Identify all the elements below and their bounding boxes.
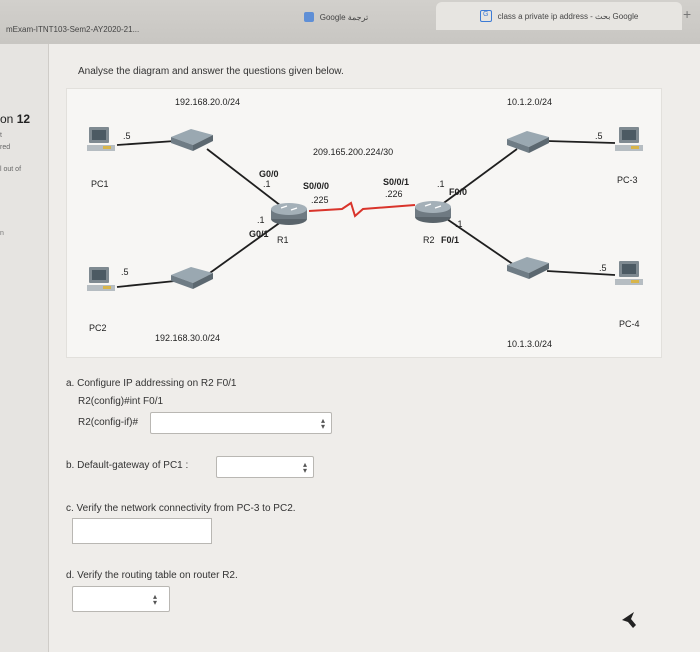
tab-google-search[interactable]: G class a private ip address - بحث Googl…: [436, 2, 682, 30]
cable-pc2-sw2: [116, 280, 176, 288]
label-pc1-host: .5: [123, 131, 131, 141]
switch-2: [171, 267, 213, 289]
label-r2-f01-ip: .1: [455, 219, 463, 229]
label-pc4-host: .5: [599, 263, 607, 273]
tab-exam-label: mExam-ITNT103-Sem2-AY2020-21...: [6, 24, 140, 34]
part-a-answer-select[interactable]: ▴▾: [150, 412, 332, 434]
cable-r2-sw4: [440, 214, 518, 268]
marks-line: l out of: [0, 166, 22, 173]
part-d-title: d. Verify the routing table on router R2…: [66, 570, 238, 581]
new-tab-button[interactable]: +: [683, 6, 692, 22]
label-r2-s001: S0/0/1: [383, 177, 409, 187]
switch-3: [507, 131, 549, 153]
select-arrows-icon: ▴▾: [302, 460, 307, 475]
question-prefix: on: [0, 112, 14, 126]
part-b-answer-select[interactable]: ▴▾: [216, 456, 314, 478]
label-r2-s001-ip: .226: [385, 189, 403, 199]
label-net-192-168-20: 192.168.20.0/24: [175, 97, 240, 107]
label-pc2: PC2: [89, 323, 107, 333]
router-r1: [271, 203, 307, 225]
label-r1-s000-ip: .225: [311, 195, 329, 205]
pc3-icon: [615, 127, 643, 151]
translate-icon: [303, 12, 314, 22]
label-pc4: PC-4: [619, 319, 640, 329]
pc1-icon: [87, 127, 115, 151]
tab-translate-label: Google ترجمة: [319, 12, 369, 22]
label-r1-s000: S0/0/0: [303, 181, 329, 191]
label-r1-g00: G0/0: [259, 169, 279, 179]
label-pc3-host: .5: [595, 131, 603, 141]
label-r1-g01: G0/1: [249, 229, 269, 239]
cable-r1-sw2: [206, 218, 286, 276]
part-a-line2: R2(config-if)#: [78, 417, 139, 428]
label-r2-f00-ip: .1: [437, 179, 445, 189]
label-r1-g01-ip: .1: [257, 215, 265, 225]
label-r1-g00-ip: .1: [263, 179, 271, 189]
cable-sw3-pc3: [546, 140, 616, 144]
part-a-title: a. Configure IP addressing on R2 F0/1: [66, 378, 237, 389]
serial-link: [308, 201, 416, 218]
question-number: on 12: [0, 112, 30, 126]
part-c-answer-box[interactable]: [72, 518, 212, 544]
switch-1: [171, 129, 213, 151]
flag-line: n: [0, 230, 4, 237]
cursor-icon: [622, 612, 636, 628]
label-r2-f00: F0/0: [449, 187, 467, 197]
select-arrows-icon: ▴▾: [320, 416, 325, 431]
cable-sw4-pc4: [546, 270, 616, 276]
pc4-icon: [615, 261, 643, 285]
label-pc1: PC1: [91, 179, 109, 189]
label-net-10-1-3: 10.1.3.0/24: [507, 339, 552, 349]
label-pc3: PC-3: [617, 175, 638, 185]
switch-4: [507, 257, 549, 279]
select-arrows-icon: ▴▾: [153, 592, 158, 607]
google-g-icon: G: [479, 10, 492, 22]
part-a-line1: R2(config)#int F0/1: [78, 396, 164, 407]
question-number-value: 12: [16, 112, 31, 126]
label-r1: R1: [277, 235, 289, 245]
status-line-2: red: [0, 144, 11, 151]
tab-google-translate[interactable]: Google ترجمة: [236, 4, 436, 30]
tab-search-label: class a private ip address - بحث Google: [497, 11, 639, 21]
label-net-10-1-2: 10.1.2.0/24: [507, 97, 552, 107]
pc2-icon: [87, 267, 115, 291]
question-info-panel: on 12 t red l out of n: [0, 44, 49, 652]
cable-pc1-sw1: [116, 140, 176, 146]
router-r2: [415, 201, 451, 223]
tab-exam[interactable]: mExam-ITNT103-Sem2-AY2020-21...: [0, 16, 242, 42]
part-b-title: b. Default-gateway of PC1 :: [66, 460, 189, 471]
question-prompt: Analyse the diagram and answer the quest…: [78, 66, 344, 77]
cable-sw1-r1: [206, 148, 286, 210]
status-line-1: t: [0, 132, 2, 139]
browser-tab-bar: mExam-ITNT103-Sem2-AY2020-21... Google ت…: [0, 0, 700, 44]
label-r2-f01: F0/1: [441, 235, 459, 245]
part-c-title: c. Verify the network connectivity from …: [66, 503, 296, 514]
cables: [116, 140, 616, 288]
label-pc2-host: .5: [121, 267, 129, 277]
part-d-answer-select[interactable]: ▴▾: [72, 586, 170, 612]
label-net-192-168-30: 192.168.30.0/24: [155, 333, 220, 343]
topology-svg: 192.168.20.0/24 10.1.2.0/24 192.168.30.0…: [87, 97, 643, 349]
label-r2: R2: [423, 235, 435, 245]
network-diagram: 192.168.20.0/24 10.1.2.0/24 192.168.30.0…: [66, 88, 662, 358]
label-wan-net: 209.165.200.224/30: [313, 147, 393, 157]
cable-r2-sw3: [440, 148, 518, 206]
